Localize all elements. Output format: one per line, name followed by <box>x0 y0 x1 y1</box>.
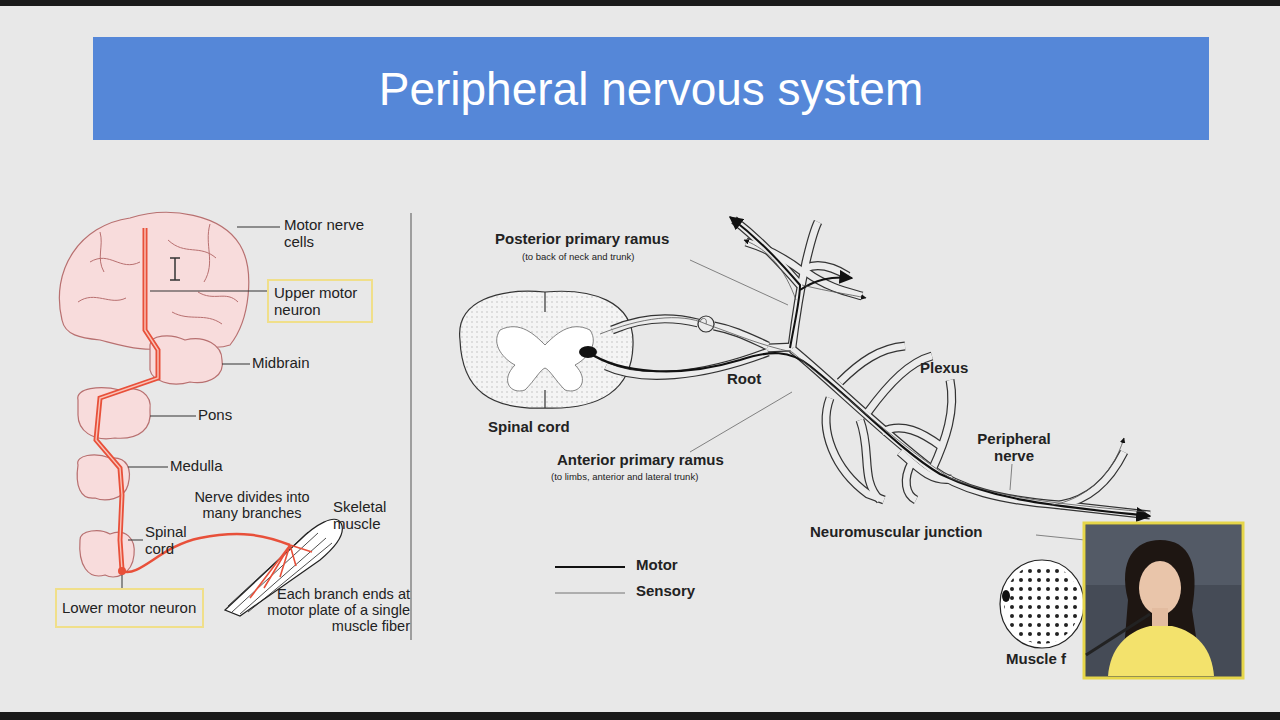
part-label: Skeletal muscle <box>333 499 399 533</box>
part-label: Midbrain <box>252 355 310 372</box>
sensory-fiber <box>1052 438 1124 505</box>
part-label: Muscle f <box>1006 651 1066 668</box>
part-label: Pons <box>198 407 232 424</box>
presenter-neck <box>1152 608 1168 628</box>
brain-gyrus <box>100 232 104 272</box>
part-label: (to limbs, anterior and lateral trunk) <box>551 472 698 483</box>
upper-motor-path-core <box>96 228 158 570</box>
dorsal-root-ganglion <box>698 316 714 332</box>
ganglion-cell <box>700 318 706 324</box>
legend-line-sample <box>555 566 625 568</box>
slide-title: Peripheral nervous system <box>379 62 924 116</box>
presenter-face <box>1139 561 1181 615</box>
leader-line <box>1010 464 1012 490</box>
part-label: Root <box>727 371 761 388</box>
leader-line <box>128 467 168 468</box>
part-label: Nerve divides into many branches <box>178 489 326 521</box>
sensory-fiber <box>600 318 1146 512</box>
leader-line <box>222 364 250 365</box>
box-label: Upper motor neuron <box>274 284 366 319</box>
box-label: Lower motor neuron <box>62 599 197 616</box>
upper-motor-path <box>96 228 158 570</box>
brain-gyrus <box>78 297 126 302</box>
gray-matter <box>497 327 594 391</box>
nucleus-dot <box>1002 590 1010 602</box>
myofibril-dots <box>1004 564 1080 644</box>
nerve-tube-outline <box>606 220 1150 515</box>
part-label: Spinal cord <box>145 524 197 558</box>
motor-fiber <box>800 278 852 291</box>
part-label: Spinal cord <box>488 419 570 436</box>
part-label: (to back of neck and trunk) <box>522 252 634 263</box>
plexus-tube <box>860 420 880 500</box>
neuron-label-box: Upper motor neuron <box>267 279 373 323</box>
leader-line <box>128 540 143 541</box>
frame-bar <box>0 0 1280 6</box>
legend-sample <box>555 567 625 568</box>
microphone <box>1086 614 1150 655</box>
legend-label: Motor <box>636 557 678 574</box>
part-label: Peripheral nerve <box>962 431 1066 465</box>
motor-pathway-illustration <box>59 212 342 616</box>
motor-fiber <box>730 217 800 348</box>
ramus-branch <box>806 272 862 296</box>
brain-gyrus <box>90 258 140 264</box>
white-matter-stipple <box>460 291 633 408</box>
legend-sample <box>555 593 625 594</box>
plexus-tube <box>826 398 884 500</box>
spinal-cord-shape <box>80 531 134 577</box>
presenter-webcam <box>1084 523 1243 678</box>
part-label: Plexus <box>920 360 968 377</box>
leader-line <box>150 416 196 417</box>
leader-line <box>1036 535 1085 540</box>
title-banner: Peripheral nervous system <box>93 37 1209 140</box>
nerve-trunk <box>768 347 792 348</box>
legend-label: Sensory <box>636 583 695 600</box>
frame-bar <box>0 712 1280 720</box>
leader-line <box>150 291 267 292</box>
nerve-trunk <box>768 347 792 348</box>
midbrain-shape <box>150 336 222 384</box>
part-label: Posterior primary ramus <box>495 231 669 248</box>
panel-divider <box>411 213 412 640</box>
muscle-fiber-section <box>1000 560 1084 648</box>
motor-fiber <box>588 352 1150 516</box>
ramus-branch <box>806 272 862 296</box>
brain-gyrus <box>172 312 222 324</box>
plexus-tube <box>932 380 952 470</box>
nerve-tube-fill <box>606 220 1150 515</box>
motor-cell-symbol <box>170 258 180 280</box>
sensory-fiber <box>802 285 866 298</box>
webcam-frame <box>1084 523 1243 678</box>
leader-line <box>237 227 280 228</box>
cord-cross-section <box>460 291 633 408</box>
part-label: Medulla <box>170 458 223 475</box>
dorsal-root <box>612 319 698 330</box>
part-label: Neuromuscular junction <box>810 524 983 541</box>
median-sulcus <box>544 292 545 408</box>
spinal-nerve-illustration <box>460 217 1150 648</box>
plexus-tube <box>906 462 916 500</box>
neuron-label-box: Lower motor neuron <box>55 588 204 628</box>
brain-gyrus <box>198 292 238 302</box>
plexus-tube <box>932 380 952 470</box>
sensory-fiber <box>744 240 796 300</box>
legend-line-sample <box>555 593 625 594</box>
part-label: Anterior primary ramus <box>557 452 724 469</box>
part-label: Motor nerve cells <box>284 217 379 251</box>
leader-line <box>690 260 788 305</box>
brain-outline <box>59 212 248 349</box>
part-label: Each branch ends at motor plate of a sin… <box>236 586 410 635</box>
leader-line <box>690 392 792 452</box>
presenter-shirt <box>1108 626 1214 676</box>
brain-fissure <box>204 224 210 282</box>
dorsal-root <box>612 319 698 330</box>
plexus-tube <box>826 398 884 500</box>
